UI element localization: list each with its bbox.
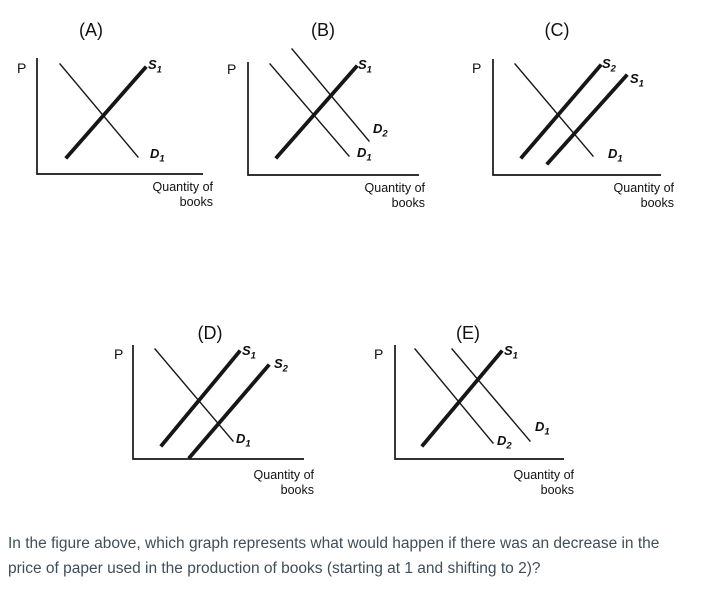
curve-letter: D [357,145,367,160]
graph-c-title: (C) [544,20,570,40]
curve-letter: S [274,356,283,371]
curve-subscript: 1 [250,350,256,362]
curve-letter: D [150,146,160,161]
graph-b-axes [247,62,419,176]
curve-subscript: 1 [245,438,251,450]
x-axis-label-line-1: Quantity of [513,468,574,482]
curve-subscript: 1 [617,153,623,165]
graph-e-curve-label-d2: D2 [497,433,512,451]
curve-subscript: 1 [366,64,372,76]
graph-d-title: (D) [197,323,223,343]
x-axis-label-line-2: books [540,482,574,497]
graph-d-supply-curve-s2 [187,363,271,460]
x-axis-label-line-2: books [280,482,314,497]
curve-subscript: 2 [610,63,616,75]
curve-subscript: 2 [282,363,288,375]
graph-e-demand-curve-d1 [451,348,531,442]
graph-d-curve-label-s1: S1 [242,343,256,361]
graph-d-y-axis-label: P [114,346,124,362]
graph-d-supply-curve-s1 [159,349,242,448]
curve-letter: D [373,121,383,136]
curve-subscript: 2 [382,128,388,140]
question-text: In the figure above, which graph represe… [8,531,708,581]
curve-letter: D [608,146,618,161]
graph-c-demand-curve-d1 [514,63,594,157]
x-axis-label-line-2: books [391,195,425,210]
graph-e-curve-label-s1: S1 [504,343,518,361]
graph-e-curve-label-d1: D1 [535,419,550,437]
curve-subscript: 1 [156,64,162,76]
graph-e-axes [394,345,564,460]
curve-letter: D [535,419,545,434]
curve-letter: D [236,431,246,446]
graph-d-demand-curve-d1 [154,348,234,442]
graph-e-y-axis-label: P [374,346,384,362]
curve-subscript: 2 [506,440,512,452]
curve-subscript: 1 [159,153,165,165]
question-line-2: price of paper used in the production of… [8,560,541,577]
curve-subscript: 1 [544,426,550,438]
graph-a-demand-curve-d1 [59,63,139,158]
graph-b-demand-curve-d2 [291,48,370,142]
graph-c-y-axis-label: P [472,60,482,76]
graph-c-curve-label-s1: S1 [630,71,644,89]
x-axis-label-line-1: Quantity of [253,468,314,482]
graph-c-supply-curve-s2 [519,63,603,160]
graph-a-title: (A) [79,20,103,40]
graph-c-curve-label-s2: S2 [602,56,616,74]
curve-letter: S [148,57,157,72]
curve-letter: S [242,343,251,358]
x-axis-label-line-1: Quantity of [613,181,674,195]
x-axis-label-line-1: Quantity of [152,180,213,194]
graph-b-title: (B) [311,20,335,40]
graph-d-curve-label-s2: S2 [274,356,288,374]
graph-a-y-axis-label: P [17,60,27,76]
curve-letter: S [358,57,367,72]
graph-c-axes [492,59,661,176]
graph-b-demand-curve-d1 [269,63,350,157]
curve-letter: S [602,56,611,71]
graph-a-curve-label-s1: S1 [148,57,162,75]
x-axis-label-line-2: books [179,194,213,209]
graph-e-supply-curve-s1 [420,349,504,448]
curve-letter: S [504,343,513,358]
graph-c-supply-curve-s1 [545,73,629,166]
curve-subscript: 1 [512,350,518,362]
curve-letter: D [497,433,507,448]
graph-b-y-axis-label: P [227,61,237,77]
curve-letter: S [630,71,639,86]
graph-a-curve-label-d1: D1 [150,146,165,164]
x-axis-label-line-1: Quantity of [364,181,425,195]
graph-b-curve-label-d2: D2 [373,121,388,139]
graph-d-curve-label-d1: D1 [236,431,251,449]
graph-c-curve-label-d1: D1 [608,146,623,164]
graph-e-demand-curve-d2 [414,348,494,444]
question-line-1: In the figure above, which graph represe… [8,535,660,552]
graph-e-title: (E) [456,323,480,343]
graph-b-supply-curve-s1 [274,64,359,160]
graph-d-axes [132,345,304,460]
graph-a-axes [36,58,203,175]
graph-a-supply-curve-s1 [64,65,148,160]
x-axis-label-line-2: books [640,195,674,210]
curve-subscript: 1 [638,78,644,90]
curve-subscript: 1 [366,152,372,164]
graph-b-curve-label-d1: D1 [357,145,372,163]
graph-b-curve-label-s1: S1 [358,57,372,75]
